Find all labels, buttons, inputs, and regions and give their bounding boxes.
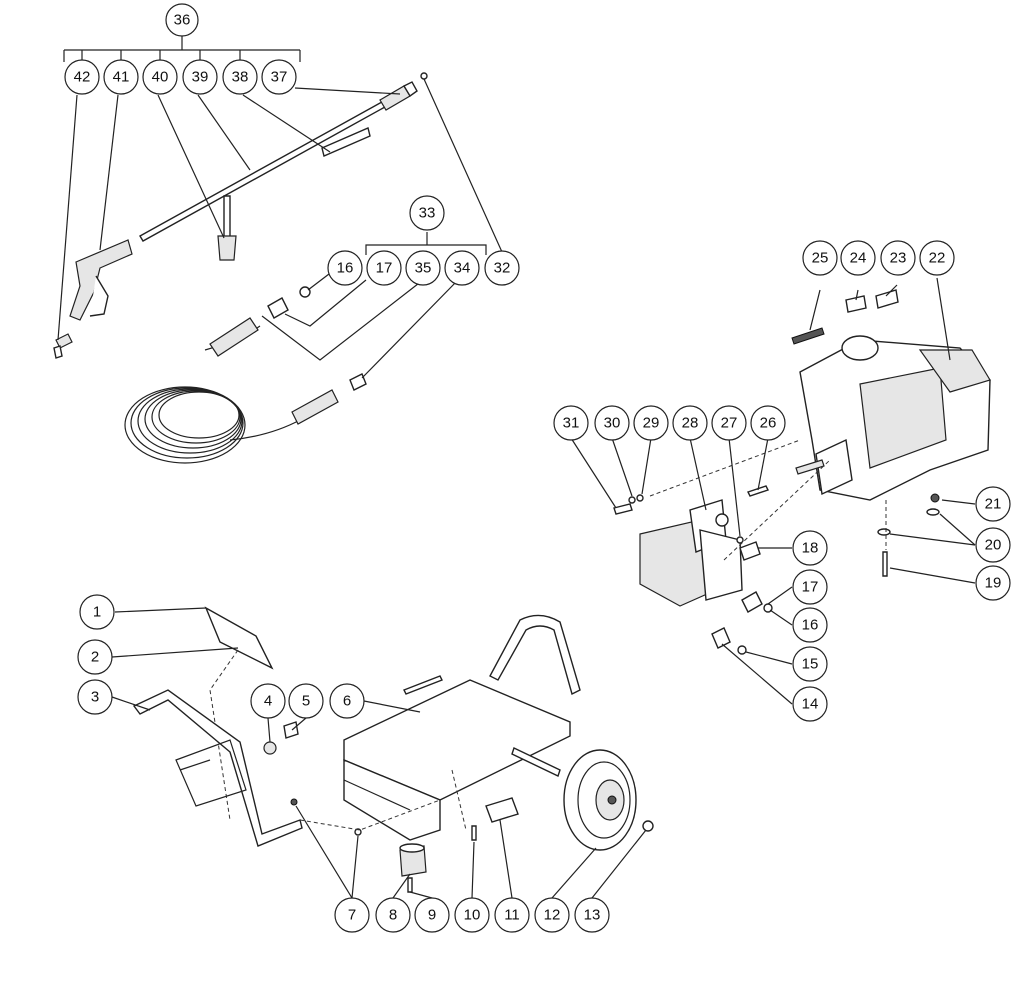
callout-c17a: 17: [366, 250, 402, 286]
svg-text:30: 30: [604, 415, 621, 432]
svg-text:28: 28: [682, 415, 699, 432]
callout-c26: 26: [750, 405, 786, 441]
callout-c29: 29: [633, 405, 669, 441]
svg-text:16: 16: [337, 260, 354, 277]
svg-text:34: 34: [454, 260, 471, 277]
svg-text:16: 16: [802, 617, 819, 634]
svg-text:39: 39: [192, 69, 209, 86]
svg-text:18: 18: [802, 540, 819, 557]
svg-text:31: 31: [563, 415, 580, 432]
callout-c8: 8: [375, 897, 411, 933]
callout-c37: 37: [261, 59, 297, 95]
svg-text:22: 22: [929, 250, 946, 267]
svg-text:19: 19: [985, 575, 1002, 592]
svg-text:17: 17: [376, 260, 393, 277]
svg-text:37: 37: [271, 69, 288, 86]
svg-text:4: 4: [264, 693, 272, 710]
callout-c25: 25: [802, 240, 838, 276]
callout-c22: 22: [919, 240, 955, 276]
callout-c7: 7: [334, 897, 370, 933]
svg-text:13: 13: [584, 907, 601, 924]
svg-text:8: 8: [389, 907, 397, 924]
svg-text:15: 15: [802, 656, 819, 673]
svg-text:29: 29: [643, 415, 660, 432]
svg-text:2: 2: [91, 649, 99, 666]
callout-c40: 40: [142, 59, 178, 95]
svg-text:11: 11: [504, 907, 520, 924]
callout-c28: 28: [672, 405, 708, 441]
callout-c24: 24: [840, 240, 876, 276]
cart-assembly: [111, 606, 654, 899]
callout-c32: 32: [484, 250, 520, 286]
svg-text:10: 10: [464, 907, 481, 924]
callout-c3: 3: [77, 679, 113, 715]
callout-c9: 9: [414, 897, 450, 933]
svg-text:6: 6: [343, 693, 351, 710]
svg-text:9: 9: [428, 907, 436, 924]
svg-text:17: 17: [802, 579, 819, 596]
svg-text:35: 35: [415, 260, 432, 277]
callout-c2: 2: [77, 639, 113, 675]
callout-c35: 35: [405, 250, 441, 286]
callout-c34: 34: [444, 250, 480, 286]
svg-text:25: 25: [812, 250, 829, 267]
callout-c16b: 16: [792, 607, 828, 643]
svg-text:21: 21: [985, 496, 1002, 513]
svg-text:5: 5: [302, 693, 310, 710]
svg-text:12: 12: [544, 907, 561, 924]
callout-c36: 36: [165, 3, 199, 37]
callout-c30: 30: [594, 405, 630, 441]
callout-c14: 14: [792, 686, 828, 722]
callout-c10: 10: [454, 897, 490, 933]
callout-c21: 21: [975, 486, 1011, 522]
svg-text:26: 26: [760, 415, 777, 432]
callout-c19: 19: [975, 565, 1011, 601]
svg-text:3: 3: [91, 689, 99, 706]
callout-c39: 39: [182, 59, 218, 95]
callout-c42: 42: [64, 59, 100, 95]
callout-c6: 6: [329, 683, 365, 719]
svg-text:1: 1: [93, 604, 101, 621]
callout-c33: 33: [409, 195, 445, 231]
spray-gun-assembly: [53, 34, 503, 359]
callout-c27: 27: [711, 405, 747, 441]
callout-c15: 15: [792, 646, 828, 682]
svg-text:41: 41: [113, 69, 130, 86]
svg-text:27: 27: [721, 415, 738, 432]
svg-text:36: 36: [174, 12, 191, 29]
hose-assembly: [124, 232, 487, 464]
callout-c41: 41: [103, 59, 139, 95]
callout-c17b: 17: [792, 569, 828, 605]
callout-c38: 38: [222, 59, 258, 95]
engine-assembly: [791, 277, 991, 501]
svg-text:38: 38: [232, 69, 249, 86]
callout-c18: 18: [792, 530, 828, 566]
callout-c11: 11: [494, 897, 530, 933]
callout-c23: 23: [880, 240, 916, 276]
svg-text:7: 7: [348, 907, 356, 924]
callout-c5: 5: [288, 683, 324, 719]
svg-text:14: 14: [802, 696, 819, 713]
svg-text:24: 24: [850, 250, 867, 267]
callout-c20: 20: [975, 527, 1011, 563]
callout-c12: 12: [534, 897, 570, 933]
svg-text:42: 42: [74, 69, 91, 86]
svg-text:32: 32: [494, 260, 511, 277]
svg-text:40: 40: [152, 69, 169, 86]
callout-c13: 13: [574, 897, 610, 933]
callout-c16a: 16: [327, 250, 363, 286]
svg-text:23: 23: [890, 250, 907, 267]
svg-text:20: 20: [985, 537, 1002, 554]
pump-assembly: [570, 437, 976, 705]
svg-text:33: 33: [419, 205, 436, 222]
callout-c4: 4: [250, 683, 286, 719]
callout-c1: 1: [79, 594, 115, 630]
callout-c31: 31: [553, 405, 589, 441]
